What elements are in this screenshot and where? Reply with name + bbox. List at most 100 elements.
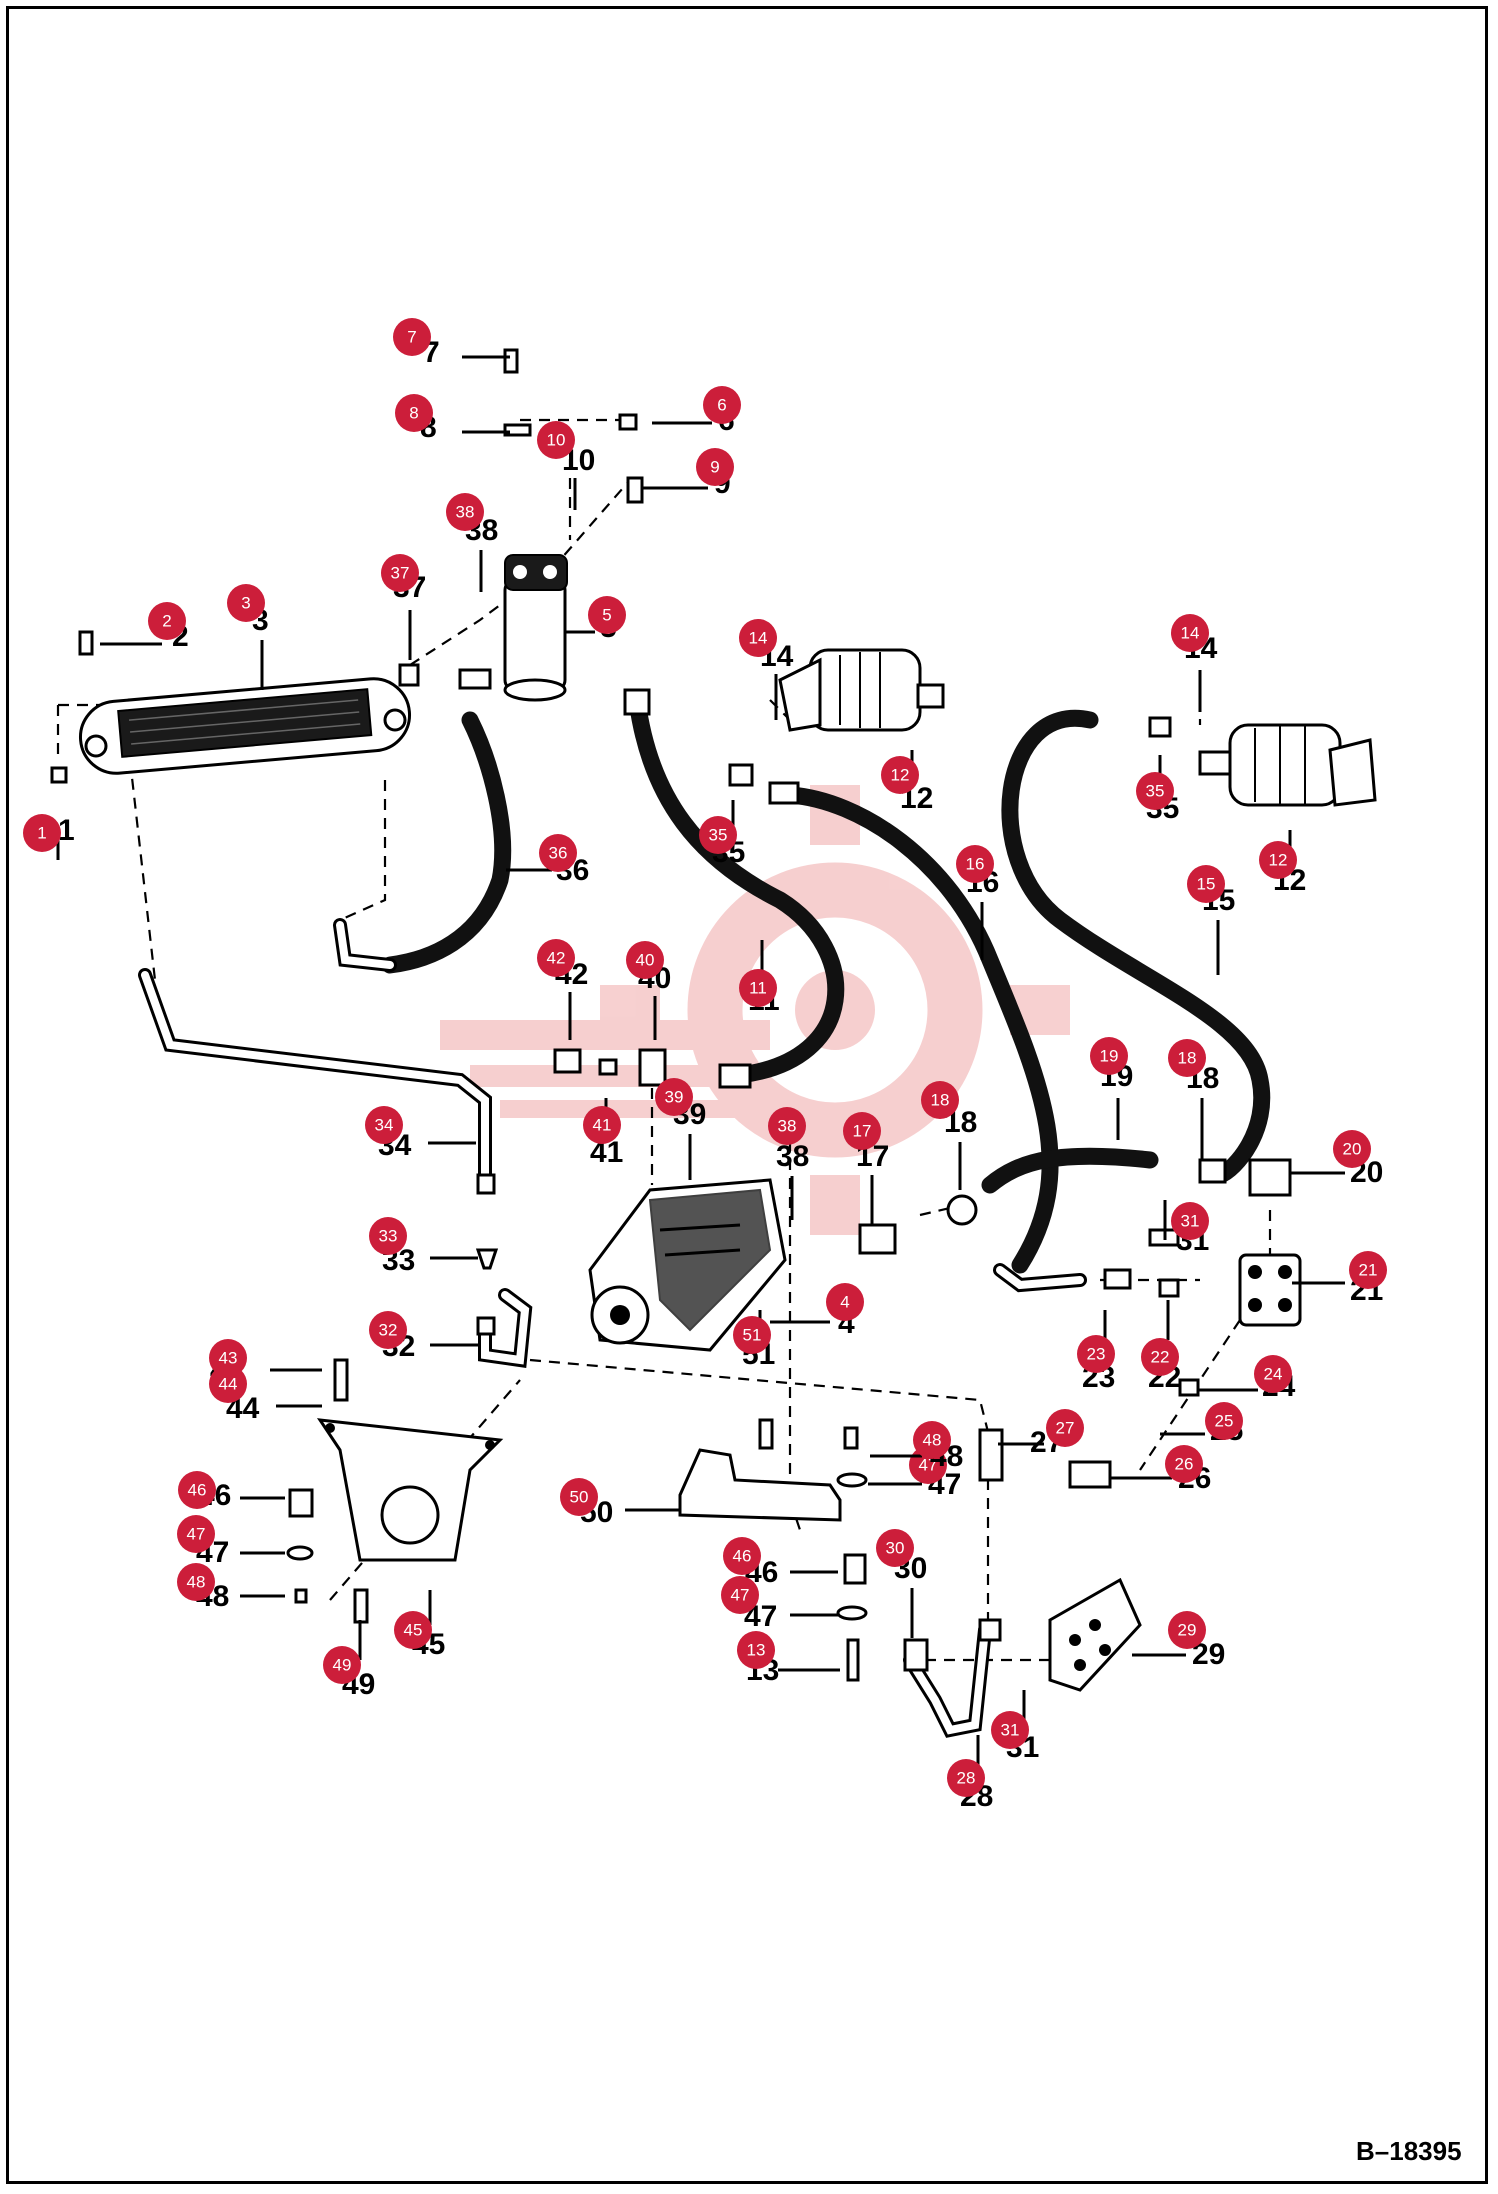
callout-badge[interactable] — [1254, 1355, 1292, 1393]
callout-badge-number: 46 — [188, 1481, 207, 1500]
callout-badge[interactable] — [1187, 865, 1225, 903]
callout-badge[interactable] — [956, 845, 994, 883]
callout-badge[interactable] — [991, 1711, 1029, 1749]
callout-badge-number: 36 — [549, 844, 568, 863]
callout-badge[interactable] — [721, 1576, 759, 1614]
callout-badge[interactable] — [1141, 1338, 1179, 1376]
callout-badge[interactable] — [723, 1537, 761, 1575]
callout-badge[interactable] — [699, 816, 737, 854]
callout-badge[interactable] — [1046, 1409, 1084, 1447]
callout-badge[interactable] — [1168, 1039, 1206, 1077]
callout-badge[interactable] — [323, 1646, 361, 1684]
callout-badge[interactable] — [739, 619, 777, 657]
part-number: 1 — [58, 814, 75, 847]
callout-badge-number: 33 — [379, 1227, 398, 1246]
filter-assembly — [503, 554, 568, 702]
callout-badge[interactable] — [209, 1365, 247, 1403]
callout-badge[interactable] — [381, 554, 419, 592]
callout-badge[interactable] — [947, 1759, 985, 1797]
callout-badge[interactable] — [1077, 1335, 1115, 1373]
callout-badge[interactable] — [768, 1107, 806, 1145]
callout-badge[interactable] — [1090, 1037, 1128, 1075]
callout-badge-number: 43 — [219, 1349, 238, 1368]
callout-badge[interactable] — [655, 1078, 693, 1116]
callout-badge[interactable] — [369, 1217, 407, 1255]
callout-badge-number: 47 — [187, 1525, 206, 1544]
callout-badge-number: 35 — [709, 826, 728, 845]
callout-badge[interactable] — [148, 602, 186, 640]
callout-badge[interactable] — [393, 318, 431, 356]
callout-badge-number: 28 — [957, 1769, 976, 1788]
callout-badge[interactable] — [739, 969, 777, 1007]
callout-badge[interactable] — [539, 834, 577, 872]
callout-badge[interactable] — [1165, 1445, 1203, 1483]
callout-badge[interactable] — [365, 1106, 403, 1144]
part-callout: 22 — [100, 602, 189, 653]
callout-badge[interactable] — [1171, 1202, 1209, 1240]
callout-badge[interactable] — [446, 493, 484, 531]
callout-badge-number: 48 — [923, 1431, 942, 1450]
callout-badge[interactable] — [177, 1563, 215, 1601]
callout-badge[interactable] — [394, 1611, 432, 1649]
callout-badge[interactable] — [537, 939, 575, 977]
callout-badge[interactable] — [583, 1106, 621, 1144]
callout-badge[interactable] — [626, 941, 664, 979]
callout-badge[interactable] — [1333, 1130, 1371, 1168]
callout-badge[interactable] — [733, 1316, 771, 1354]
callout-badge[interactable] — [1259, 841, 1297, 879]
callout-badge[interactable] — [560, 1478, 598, 1516]
callout-badge[interactable] — [1349, 1251, 1387, 1289]
callout-badge[interactable] — [588, 596, 626, 634]
callout-badge[interactable] — [1136, 772, 1174, 810]
callout-badge[interactable] — [395, 394, 433, 432]
callout-badge[interactable] — [881, 756, 919, 794]
callout-badge[interactable] — [177, 1515, 215, 1553]
callout-badge[interactable] — [737, 1631, 775, 1669]
callout-badge[interactable] — [209, 1339, 247, 1377]
callout-badge-number: 39 — [665, 1088, 684, 1107]
callout-badge[interactable] — [1171, 614, 1209, 652]
part-callout: 3737 — [381, 554, 426, 660]
callout-badge-number: 27 — [1056, 1419, 1075, 1438]
hydraulic-motor-left — [778, 648, 945, 732]
callout-badge[interactable] — [876, 1529, 914, 1567]
callout-badge-number: 23 — [1087, 1345, 1106, 1364]
callout-badge[interactable] — [843, 1112, 881, 1150]
callout-badge[interactable] — [826, 1283, 864, 1321]
callout-badge[interactable] — [227, 584, 265, 622]
callout-badge[interactable] — [703, 386, 741, 424]
callout-badge[interactable] — [1168, 1611, 1206, 1649]
callout-badge[interactable] — [913, 1421, 951, 1459]
callout-badge[interactable] — [369, 1311, 407, 1349]
callout-badge[interactable] — [1205, 1402, 1243, 1440]
callout-badge-number: 13 — [747, 1641, 766, 1660]
callout-badge-number: 2 — [162, 612, 171, 631]
callout-badge-number: 29 — [1178, 1621, 1197, 1640]
callout-badge[interactable] — [537, 421, 575, 459]
callout-badge[interactable] — [696, 448, 734, 486]
callout-badge[interactable] — [178, 1471, 216, 1509]
callout-badge-number: 35 — [1146, 782, 1165, 801]
callout-badge-number: 12 — [1269, 851, 1288, 870]
callout-badge-number: 16 — [966, 855, 985, 874]
callout-badge[interactable] — [23, 814, 61, 852]
callout-badge-number: 49 — [333, 1656, 352, 1675]
part-callout: 44 — [770, 1283, 864, 1340]
callout-badge[interactable] — [921, 1081, 959, 1119]
drawing-reference: B–18395 — [1356, 2136, 1462, 2166]
